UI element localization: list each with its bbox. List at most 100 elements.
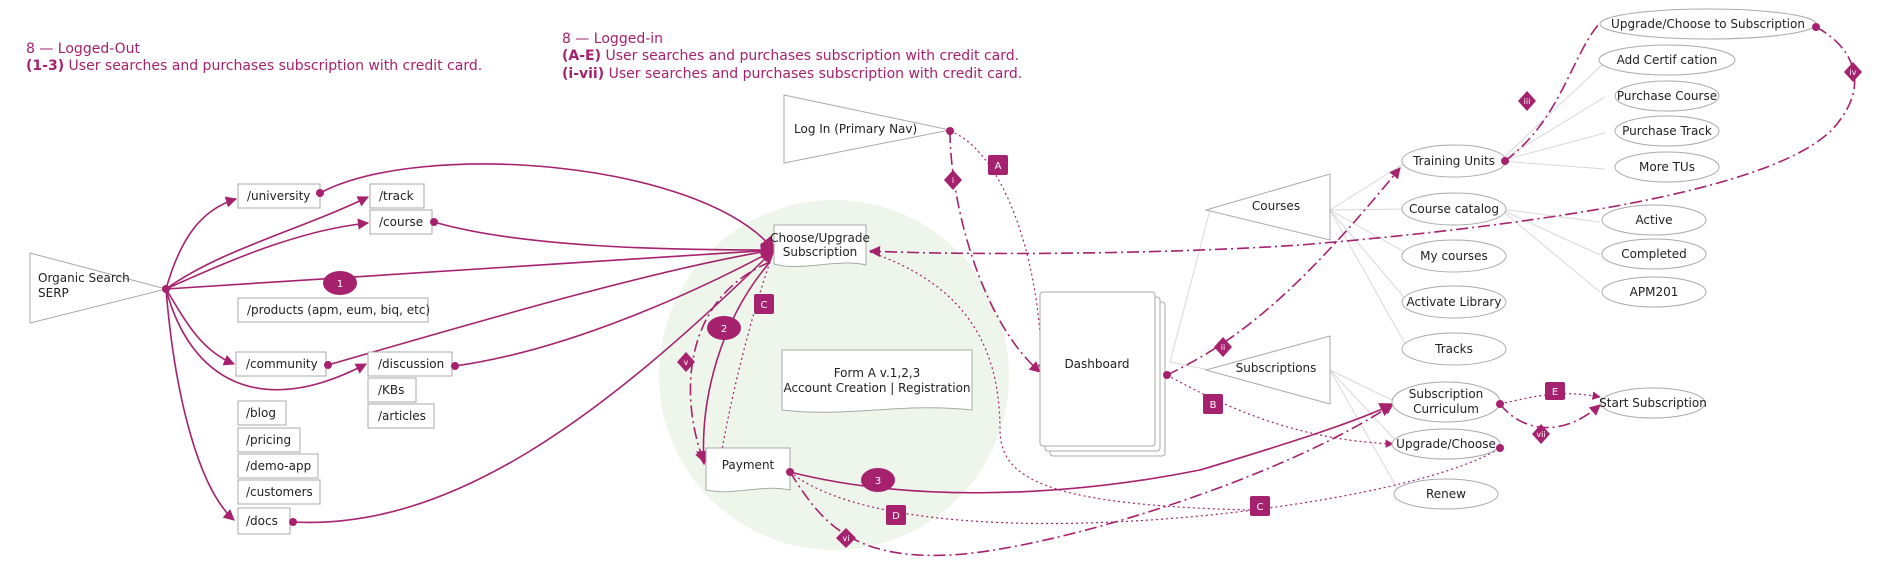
svg-text:/track: /track [379, 189, 414, 203]
kbs-page-node[interactable]: /KBs [367, 377, 417, 403]
svg-text:/course: /course [379, 215, 423, 229]
add-certification-node[interactable]: Add Certif cation [1598, 44, 1736, 76]
login-node[interactable]: Log In (Primary Nav) [783, 94, 951, 164]
svg-text:Subscriptions: Subscriptions [1236, 361, 1317, 375]
svg-text:8 — Logged-Out: 8 — Logged-Out [26, 41, 141, 57]
courses-node[interactable]: Courses [1204, 173, 1331, 241]
logged-in-title: 8 — Logged-in (A-E) User searches and pu… [562, 31, 1022, 82]
step-1-marker: 1 [323, 271, 357, 295]
form-a-registration-node[interactable]: Form A v.1,2,3 Account Creation | Regist… [781, 349, 973, 413]
svg-text:Training Units: Training Units [1412, 154, 1495, 168]
demo-app-page-node[interactable]: /demo-app [237, 453, 319, 479]
docs-page-node[interactable]: /docs [237, 507, 291, 535]
ellipse-nodes: Training Units Course catalog My courses… [1391, 8, 1817, 510]
subscriptions-node[interactable]: Subscriptions [1204, 335, 1331, 405]
svg-text:Activate Library: Activate Library [1407, 295, 1502, 309]
svg-text:/pricing: /pricing [246, 433, 291, 447]
svg-text:/discussion: /discussion [378, 357, 444, 371]
svg-text:iii: iii [1524, 97, 1531, 106]
apm201-node[interactable]: APM201 [1601, 276, 1707, 308]
logged-out-flow-lines [165, 163, 1395, 524]
svg-text:Start Subscription: Start Subscription [1599, 396, 1707, 410]
svg-text:/docs: /docs [246, 514, 278, 528]
purchase-track-node[interactable]: Purchase Track [1614, 115, 1720, 147]
upgrade-choose-node[interactable]: Upgrade/Choose [1391, 428, 1501, 460]
more-tus-node[interactable]: More TUs [1614, 151, 1720, 183]
step-e-marker: E [1545, 382, 1565, 400]
training-units-node[interactable]: Training Units [1401, 144, 1507, 178]
svg-text:/blog: /blog [246, 406, 276, 420]
svg-text:Log In (Primary Nav): Log In (Primary Nav) [794, 122, 917, 136]
step-b-marker: B [1203, 394, 1223, 414]
svg-text:Subscription: Subscription [783, 245, 858, 259]
course-page-node[interactable]: /course [369, 209, 433, 235]
track-page-node[interactable]: /track [369, 183, 425, 209]
svg-text:Courses: Courses [1252, 199, 1300, 213]
completed-node[interactable]: Completed [1601, 238, 1707, 270]
svg-text:8 — Logged-in: 8 — Logged-in [562, 31, 663, 47]
svg-text:SERP: SERP [38, 286, 69, 300]
svg-text:Subscription: Subscription [1409, 387, 1484, 401]
svg-text:/articles: /articles [378, 409, 426, 423]
svg-text:Choose/Upgrade: Choose/Upgrade [770, 231, 870, 245]
step-d-marker: D [886, 505, 906, 525]
svg-text:/community: /community [246, 357, 318, 371]
svg-text:Active: Active [1635, 213, 1672, 227]
svg-text:D: D [892, 511, 900, 522]
svg-text:(A-E) User searches and purcha: (A-E) User searches and purchases subscr… [562, 48, 1019, 64]
hierarchy-connectors [1169, 61, 1606, 494]
svg-text:(1-3) User searches and purcha: (1-3) User searches and purchases subscr… [26, 58, 482, 74]
dashboard-node[interactable]: Dashboard [1039, 291, 1166, 457]
choose-upgrade-subscription-node[interactable]: Choose/Upgrade Subscription [770, 224, 870, 268]
activate-library-node[interactable]: Activate Library [1401, 285, 1507, 319]
svg-text:ii: ii [1221, 343, 1225, 352]
svg-text:C: C [1257, 502, 1264, 513]
svg-text:/products (apm, eum, biq, etc): /products (apm, eum, biq, etc) [247, 303, 430, 317]
community-page-node[interactable]: /community [235, 351, 327, 377]
discussion-page-node[interactable]: /discussion [367, 351, 453, 377]
svg-text:/KBs: /KBs [378, 383, 404, 397]
tracks-node[interactable]: Tracks [1401, 332, 1507, 366]
products-page-node[interactable]: /products (apm, eum, biq, etc) [237, 297, 430, 323]
articles-page-node[interactable]: /articles [367, 403, 435, 429]
svg-text:2: 2 [721, 324, 727, 335]
logged-out-title: 8 — Logged-Out (1-3) User searches and p… [26, 41, 482, 74]
svg-text:(i-vii) User searches and purc: (i-vii) User searches and purchases subs… [562, 66, 1022, 82]
roman-markers: i ii iii iv v vi vii [677, 62, 1862, 548]
svg-text:B: B [1210, 400, 1217, 411]
step-ii-marker: ii [1214, 337, 1232, 357]
svg-text:Curriculum: Curriculum [1413, 402, 1479, 416]
payment-node[interactable]: Payment [705, 447, 791, 493]
svg-text:Organic Search: Organic Search [38, 271, 130, 285]
organic-search-node[interactable]: Organic Search SERP [29, 252, 167, 324]
blog-page-node[interactable]: /blog [237, 400, 287, 426]
svg-text:vi: vi [843, 534, 850, 543]
svg-text:1: 1 [337, 279, 343, 290]
svg-text:Add Certif cation: Add Certif cation [1617, 53, 1718, 67]
pricing-page-node[interactable]: /pricing [237, 427, 301, 453]
letter-markers: A B C C D E [754, 155, 1565, 525]
step-3-marker: 3 [861, 468, 895, 492]
purchase-course-node[interactable]: Purchase Course [1614, 80, 1720, 112]
course-catalog-node[interactable]: Course catalog [1401, 192, 1507, 226]
step-a-marker: A [988, 155, 1008, 175]
renew-node[interactable]: Renew [1393, 478, 1499, 510]
svg-text:A: A [995, 161, 1002, 172]
active-node[interactable]: Active [1601, 204, 1707, 236]
customers-page-node[interactable]: /customers [237, 479, 321, 505]
step-iii-marker: iii [1518, 91, 1536, 111]
university-page-node[interactable]: /university [237, 183, 321, 209]
step-c-top-marker: C [754, 294, 774, 314]
step-vi-marker: vi [836, 528, 856, 548]
step-i-marker: i [944, 170, 962, 190]
connector-dots [162, 23, 1820, 526]
svg-text:Purchase Course: Purchase Course [1617, 89, 1717, 103]
svg-text:/university: /university [247, 189, 310, 203]
step-v-marker: v [677, 352, 695, 372]
start-subscription-node[interactable]: Start Subscription [1599, 387, 1707, 419]
my-courses-node[interactable]: My courses [1401, 239, 1507, 273]
upgrade-choose-to-subscription-node[interactable]: Upgrade/Choose to Subscription [1599, 8, 1817, 40]
svg-text:APM201: APM201 [1630, 285, 1679, 299]
